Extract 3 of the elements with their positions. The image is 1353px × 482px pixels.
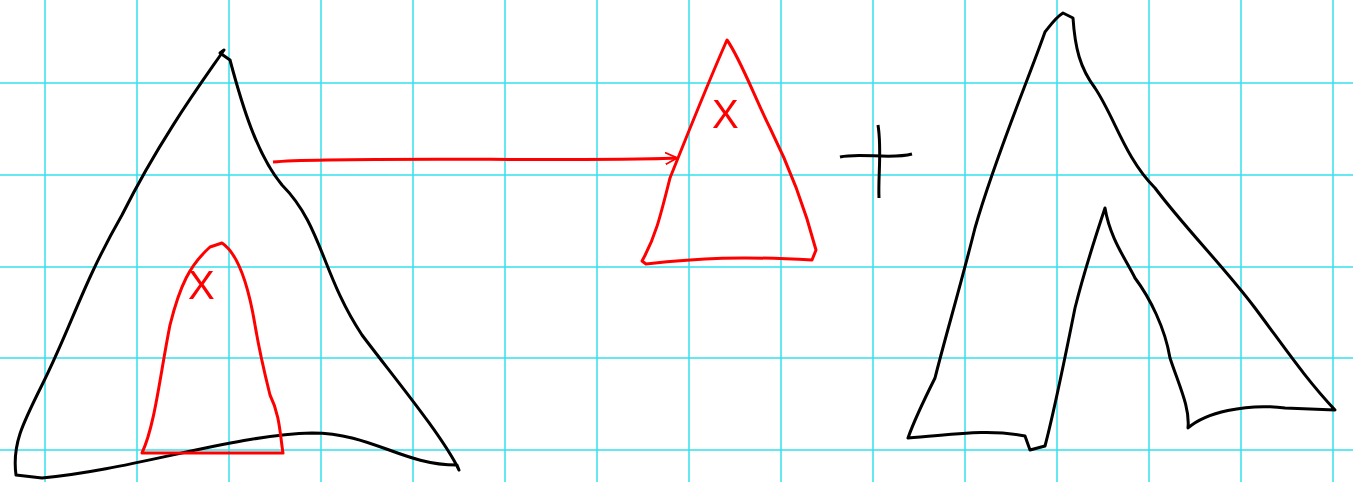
arrow	[272, 151, 679, 166]
variable-label: X	[188, 265, 215, 305]
variable-label: X	[712, 94, 739, 134]
